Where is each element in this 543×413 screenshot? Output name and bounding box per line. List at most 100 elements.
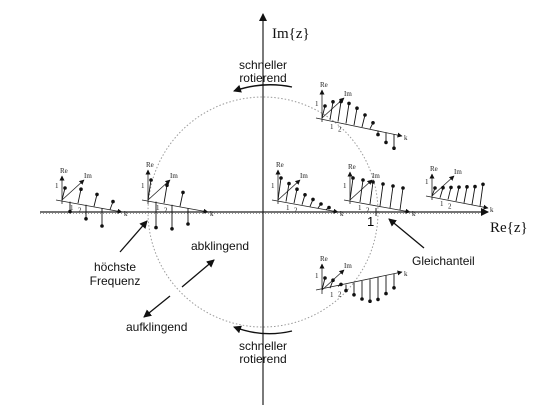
inset-k-label: k [412,210,416,218]
inset-stem-dot [441,185,445,190]
inset-stem [293,189,298,204]
inset-stem [463,186,468,203]
inset-stem-dot [347,101,351,106]
inset-tick2-label: 2 [294,206,298,214]
inset-stem [455,187,460,202]
arc-bottom [233,325,293,335]
inset-stem [329,101,334,120]
inset-tick2-label: 2 [366,206,370,214]
inset-stem-dot [449,185,453,190]
inset-tick2-label: 2 [164,206,168,214]
inset-stem [277,177,282,201]
inset-stem-dot [154,225,158,230]
inset-one-label: 1 [271,182,275,190]
inset-stem [321,105,326,119]
inset-tick1-label: 1 [70,204,74,212]
inset-im-axis [61,179,85,201]
inset-tick1-label: 1 [286,204,290,212]
inset-tick2-label: 2 [338,126,342,134]
inset-one-label: 1 [55,182,59,190]
inset-stem [361,114,366,128]
inset-stem [399,187,404,211]
inset-re-label: Re [430,165,438,173]
inset-stem-dot [327,205,331,210]
inset-k-axis [315,117,403,138]
real-axis-label: Re{z} [490,220,528,236]
label-dc: Gleichanteil [412,254,475,268]
inset-stem-dot [68,209,72,214]
inset-stem-dot [457,185,461,189]
inset-stem-dot [331,100,335,104]
inset-stem-dot [344,288,348,293]
inset-im-label: Im [300,172,308,180]
inset-stem-dot [165,183,169,187]
label-highest-line1: höchste [94,260,136,274]
inset-stem [479,184,484,207]
inset-k-axis [55,199,123,214]
inset-k-label: k [210,210,214,218]
inset-stem-dot [361,178,365,182]
arrow-dc [388,218,425,249]
inset-stem-dot [303,193,307,197]
inset-k-axis [425,195,489,210]
inset-stem [147,179,152,201]
inset-stem [349,177,354,201]
inset-k-axis [141,199,209,214]
inset-stem-dot [186,222,190,226]
inset-k-label: k [404,270,408,278]
inset-stem-dot [170,227,174,231]
inset-stem [353,108,358,126]
inset-k-label: k [124,210,128,218]
inset-im-label: Im [454,168,462,176]
inset-stem [321,277,326,291]
inset-stem [285,183,290,202]
inset-re-label: Re [348,163,356,171]
inset-stem-dot [84,217,88,221]
inset-stem-dot [368,299,372,304]
inset-tick1-label: 1 [330,123,334,131]
inset-one-label: 1 [315,272,319,280]
inset-stem-dot [481,182,485,187]
inset-stem [389,185,394,209]
inset-k-label: k [490,206,494,214]
inset-stem [163,185,168,204]
imag-axis-label: Im{z} [272,26,310,42]
inset-stem [93,194,98,207]
label-growing: aufklingend [126,320,187,334]
inset-stem-dot [355,106,359,110]
inset-stem-dot [311,197,315,202]
inset-k-axis [271,199,339,214]
inset-stem [337,101,342,122]
inset-im-label: Im [372,172,380,180]
inset-stem-dot [371,121,375,125]
inset-im-axis [349,179,373,201]
inset-stem [379,183,384,207]
inset-stem-dot [376,297,380,302]
inset-stem-dot [279,176,283,180]
inset-stem-dot [100,224,104,228]
inset-stem-dot [319,202,323,206]
inset-stem-dot [401,186,405,190]
inset-stem [61,187,66,201]
inset-stem-dot [363,113,367,117]
inset-stem-dot [63,186,67,190]
inset-re-label: Re [60,167,68,175]
unit-tick-label: 1 [367,214,374,229]
inset-tick2-label: 2 [78,206,82,214]
inset-stem-dot [465,185,469,189]
inset-stem [359,179,364,203]
inset-tick1-label: 1 [156,204,160,212]
inset-re-label: Re [320,255,328,263]
inset-stem-dot [371,180,375,184]
inset-stem-dot [295,187,299,191]
inset-stem-dot [339,282,343,287]
inset-stem-dot [391,184,395,188]
inset-tick1-label: 1 [440,200,444,208]
inset-stem-dot [376,132,380,137]
